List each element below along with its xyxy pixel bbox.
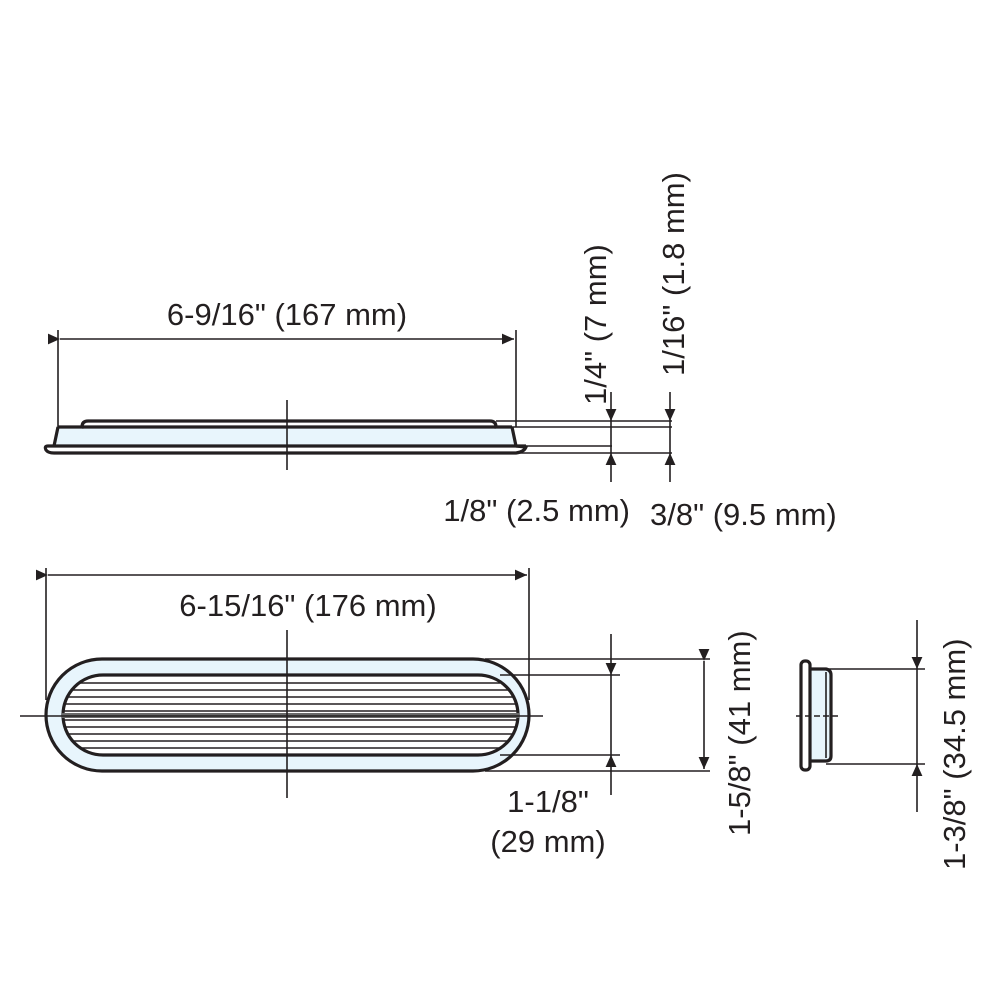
- side-install-depth-label: 3/8" (9.5 mm): [650, 497, 837, 532]
- grille-slats: [64, 682, 518, 749]
- top-view: [20, 568, 710, 798]
- top-overall-length-label: 6-15/16" (176 mm): [179, 588, 436, 623]
- side-flange-thickness-label: 1/16" (1.8 mm): [656, 172, 691, 376]
- side-overall-length-label: 6-9/16" (167 mm): [167, 297, 407, 332]
- side-total-height-label: 1/4" (7 mm): [578, 244, 613, 405]
- top-inner-width-label-line1: 1-1/8": [507, 784, 589, 819]
- side-recess-depth-label: 1/8" (2.5 mm): [443, 493, 630, 528]
- top-inner-width-label-line2: (29 mm): [490, 824, 605, 859]
- end-view: [796, 620, 925, 812]
- end-body-height-label: 1-3/8" (34.5 mm): [937, 638, 972, 870]
- top-overall-width-label: 1-5/8" (41 mm): [722, 630, 757, 836]
- side-view-body: [54, 427, 516, 446]
- side-view: [43, 330, 676, 482]
